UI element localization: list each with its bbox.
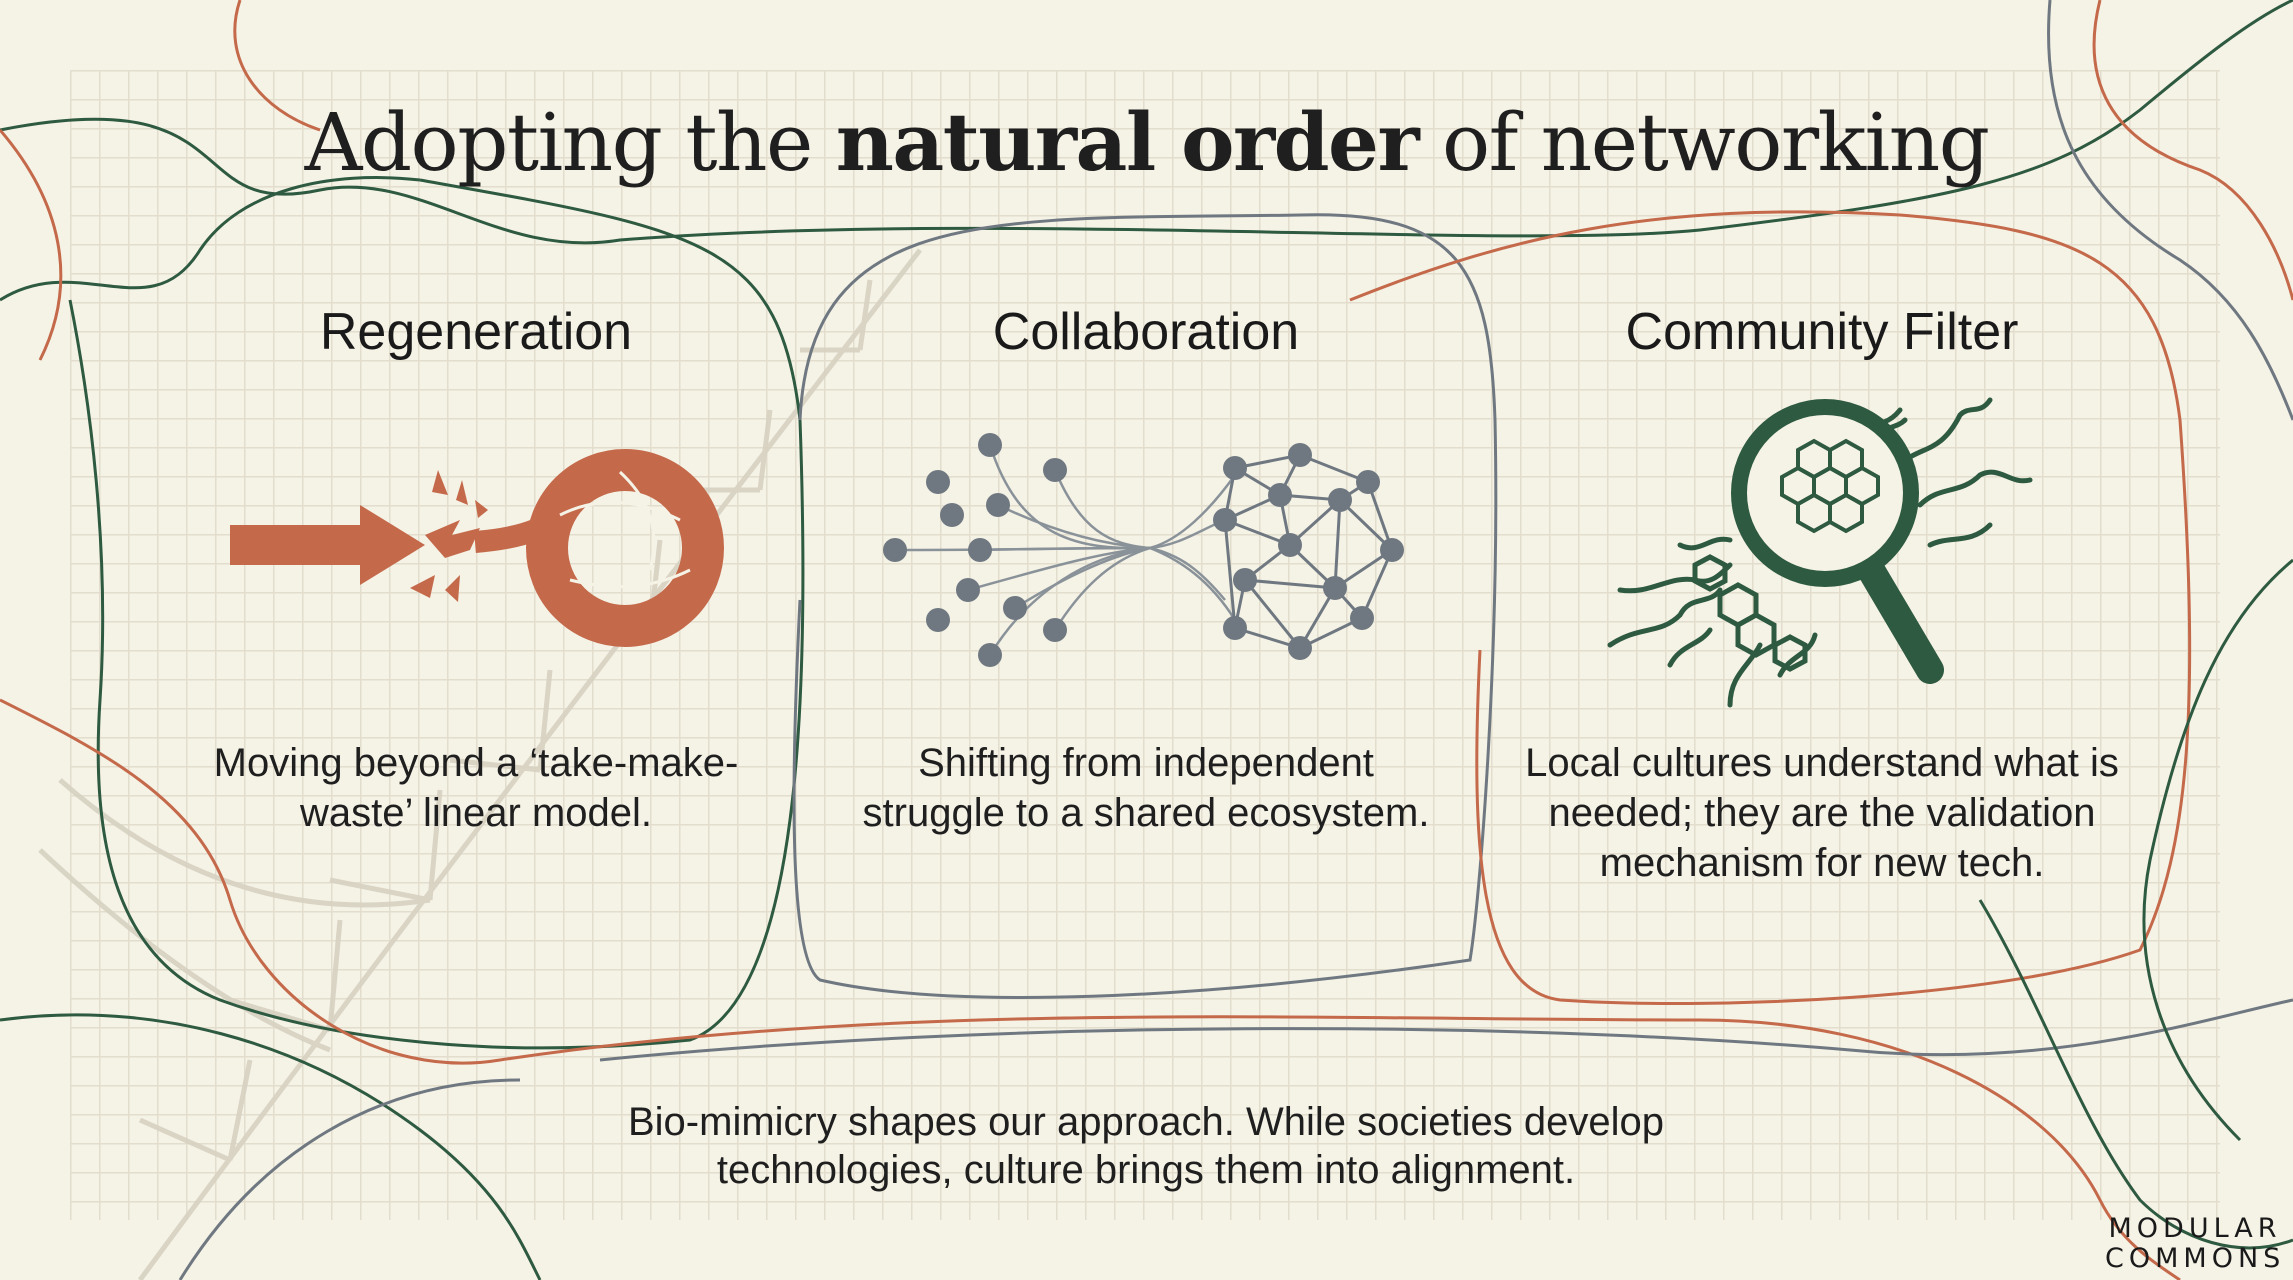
description-regeneration: Moving beyond a ‘take-make-waste’ linear… <box>213 741 739 835</box>
description-community-filter: Local cultures understand what is needed… <box>1525 741 2119 885</box>
broken-arrow-to-loop-icon <box>230 449 724 647</box>
column-heading-collaboration: Collaboration <box>992 303 1300 361</box>
column-heading-community-filter: Community Filter <box>1625 303 2019 361</box>
column-heading-regeneration: Regeneration <box>319 303 633 361</box>
scattered-nodes-to-network-icon <box>883 433 1404 667</box>
page-title: Adopting the natural order of networking <box>304 95 1990 189</box>
modular-commons-logo: MODULAR COMMONS <box>2105 1213 2286 1274</box>
grid-background <box>70 70 2220 1220</box>
magnifier-over-hexagon-network-icon <box>1607 397 2033 708</box>
footer-caption: Bio-mimicry shapes our approach. While s… <box>627 1100 1664 1192</box>
fern-watermark-icon <box>38 248 922 1280</box>
description-collaboration: Shifting from independent struggle to a … <box>862 741 1430 835</box>
